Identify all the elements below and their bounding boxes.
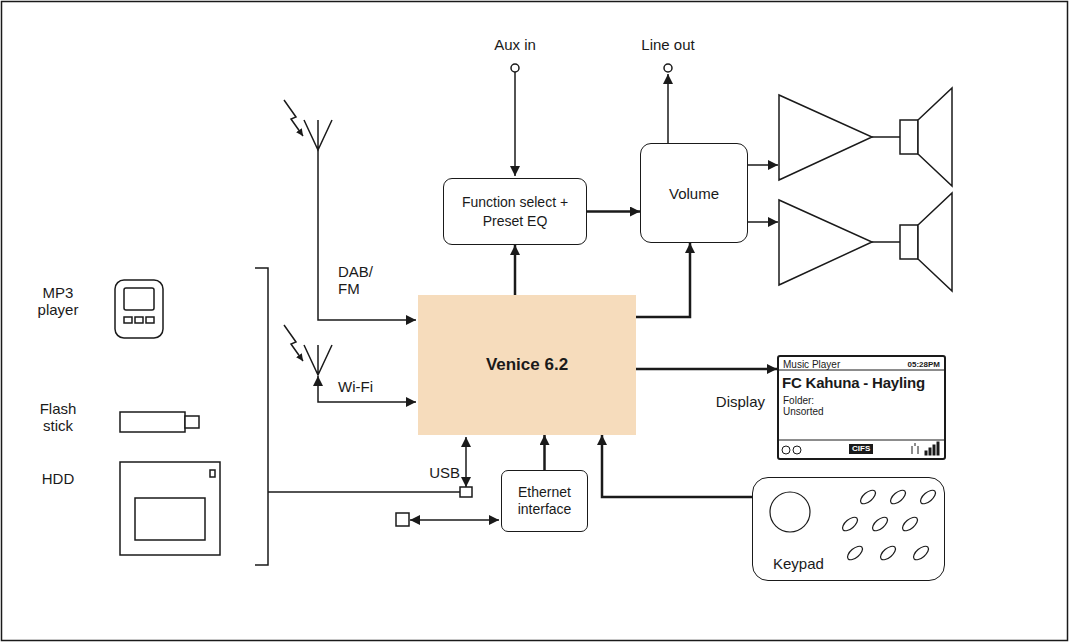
drawing-stroke (318, 150, 416, 320)
antenna-label: Wi-Fi (338, 378, 398, 395)
drawing-stroke (937, 442, 939, 455)
signal-arrow (587, 210, 640, 213)
ethernet-box: Ethernet interface (501, 470, 588, 532)
function-label: Function select + Preset EQ (459, 193, 571, 229)
function-box: Function select + Preset EQ (443, 178, 587, 245)
drawing-stroke (120, 462, 220, 555)
key (888, 488, 908, 506)
port-label: Aux in (465, 36, 565, 53)
volume-box: Volume (640, 143, 748, 243)
key (918, 488, 938, 506)
drawing-stroke (124, 317, 132, 323)
key (870, 515, 890, 533)
screen-header: Music Player (783, 359, 840, 370)
drawing-stroke (284, 100, 303, 136)
key (878, 544, 898, 562)
key (900, 515, 920, 533)
signal-arrow (543, 435, 546, 470)
drawing-stroke (918, 193, 952, 291)
screen-folder: Folder: Unsorted (783, 396, 843, 417)
screen-track: FC Kahuna - Hayling (782, 374, 925, 391)
ethernet-label: Ethernet interface (502, 484, 587, 519)
drawing-stroke (748, 221, 778, 223)
drawing-stroke (210, 470, 215, 477)
mp3-player-icon (115, 280, 163, 338)
drawing-stroke (318, 376, 416, 402)
drawing-stroke (511, 64, 519, 72)
wifi-antenna (284, 325, 416, 402)
drawing-stroke (304, 345, 332, 375)
drawing-stroke (918, 88, 952, 186)
drawing-stroke (255, 268, 268, 565)
display-details (779, 370, 944, 455)
drawing-stroke (925, 451, 927, 455)
screen-clock: 05:28PM (908, 360, 940, 369)
processor-box: Venice 6.2 (418, 295, 636, 435)
device-label: HDD (28, 470, 88, 487)
keypad: Keypad (752, 477, 945, 581)
drawing-stroke (779, 440, 944, 441)
amplifiers (748, 95, 872, 285)
drawing-stroke (514, 72, 516, 176)
speakers (872, 88, 952, 291)
signal-arrow (636, 243, 690, 317)
drawing-stroke (146, 317, 154, 323)
display-screen: DisplayMusic Player05:28PMFC Kahuna - Ha… (777, 355, 946, 460)
antenna-label: DAB/ FM (338, 263, 382, 298)
port-label: Line out (618, 36, 718, 53)
dab-antenna (284, 100, 416, 320)
drawing-stroke (872, 241, 900, 243)
drawing-stroke (900, 225, 918, 259)
hdd-icon (120, 462, 220, 555)
drawing-stroke (793, 446, 801, 454)
volume-label: Volume (669, 185, 719, 202)
drawing-stroke (410, 519, 499, 521)
device-label: Flash stick (28, 400, 88, 435)
signal-arrow (602, 435, 752, 497)
drawing-stroke (779, 95, 872, 180)
drawing-stroke (120, 412, 185, 432)
drawing-stroke (779, 200, 872, 285)
drawing-stroke (135, 498, 205, 540)
flash-stick-icon (120, 412, 199, 432)
drawing-stroke (782, 446, 790, 454)
drawing-stroke (872, 136, 900, 138)
drawing-stroke (284, 325, 303, 361)
port-label: USB (420, 464, 460, 481)
key (858, 488, 878, 506)
key (840, 515, 860, 533)
drawing-stroke (900, 120, 918, 154)
drawing-stroke (912, 443, 918, 454)
processor-name: Venice 6.2 (486, 355, 568, 375)
signal-arrow (636, 368, 777, 371)
drawing-stroke (748, 164, 778, 166)
screen-badge: CIFS (849, 444, 873, 454)
keypad-buttons (770, 488, 938, 562)
drawing-stroke (933, 445, 935, 455)
drawing-stroke (268, 491, 460, 493)
drawing-stroke (929, 448, 931, 455)
drawing-stroke (396, 513, 409, 526)
drawing-stroke (124, 288, 154, 310)
drawing-stroke (115, 280, 163, 338)
drawing-stroke (460, 487, 472, 497)
key (911, 544, 931, 562)
aux-input (511, 64, 519, 176)
line-output (664, 64, 672, 143)
key (845, 544, 865, 562)
drawing-stroke (770, 492, 810, 532)
device-label: MP3 player (28, 284, 88, 319)
drawing-stroke (304, 120, 332, 150)
keypad-label: Keypad (773, 555, 824, 572)
signal-arrow (514, 245, 517, 295)
display-label: Display (716, 393, 765, 410)
drawing-stroke (465, 437, 467, 487)
drawing-stroke (185, 416, 199, 428)
drawing-stroke (135, 317, 143, 323)
drawing-stroke (664, 64, 672, 72)
ethernet-port (396, 513, 499, 526)
drawing-stroke (667, 74, 669, 143)
